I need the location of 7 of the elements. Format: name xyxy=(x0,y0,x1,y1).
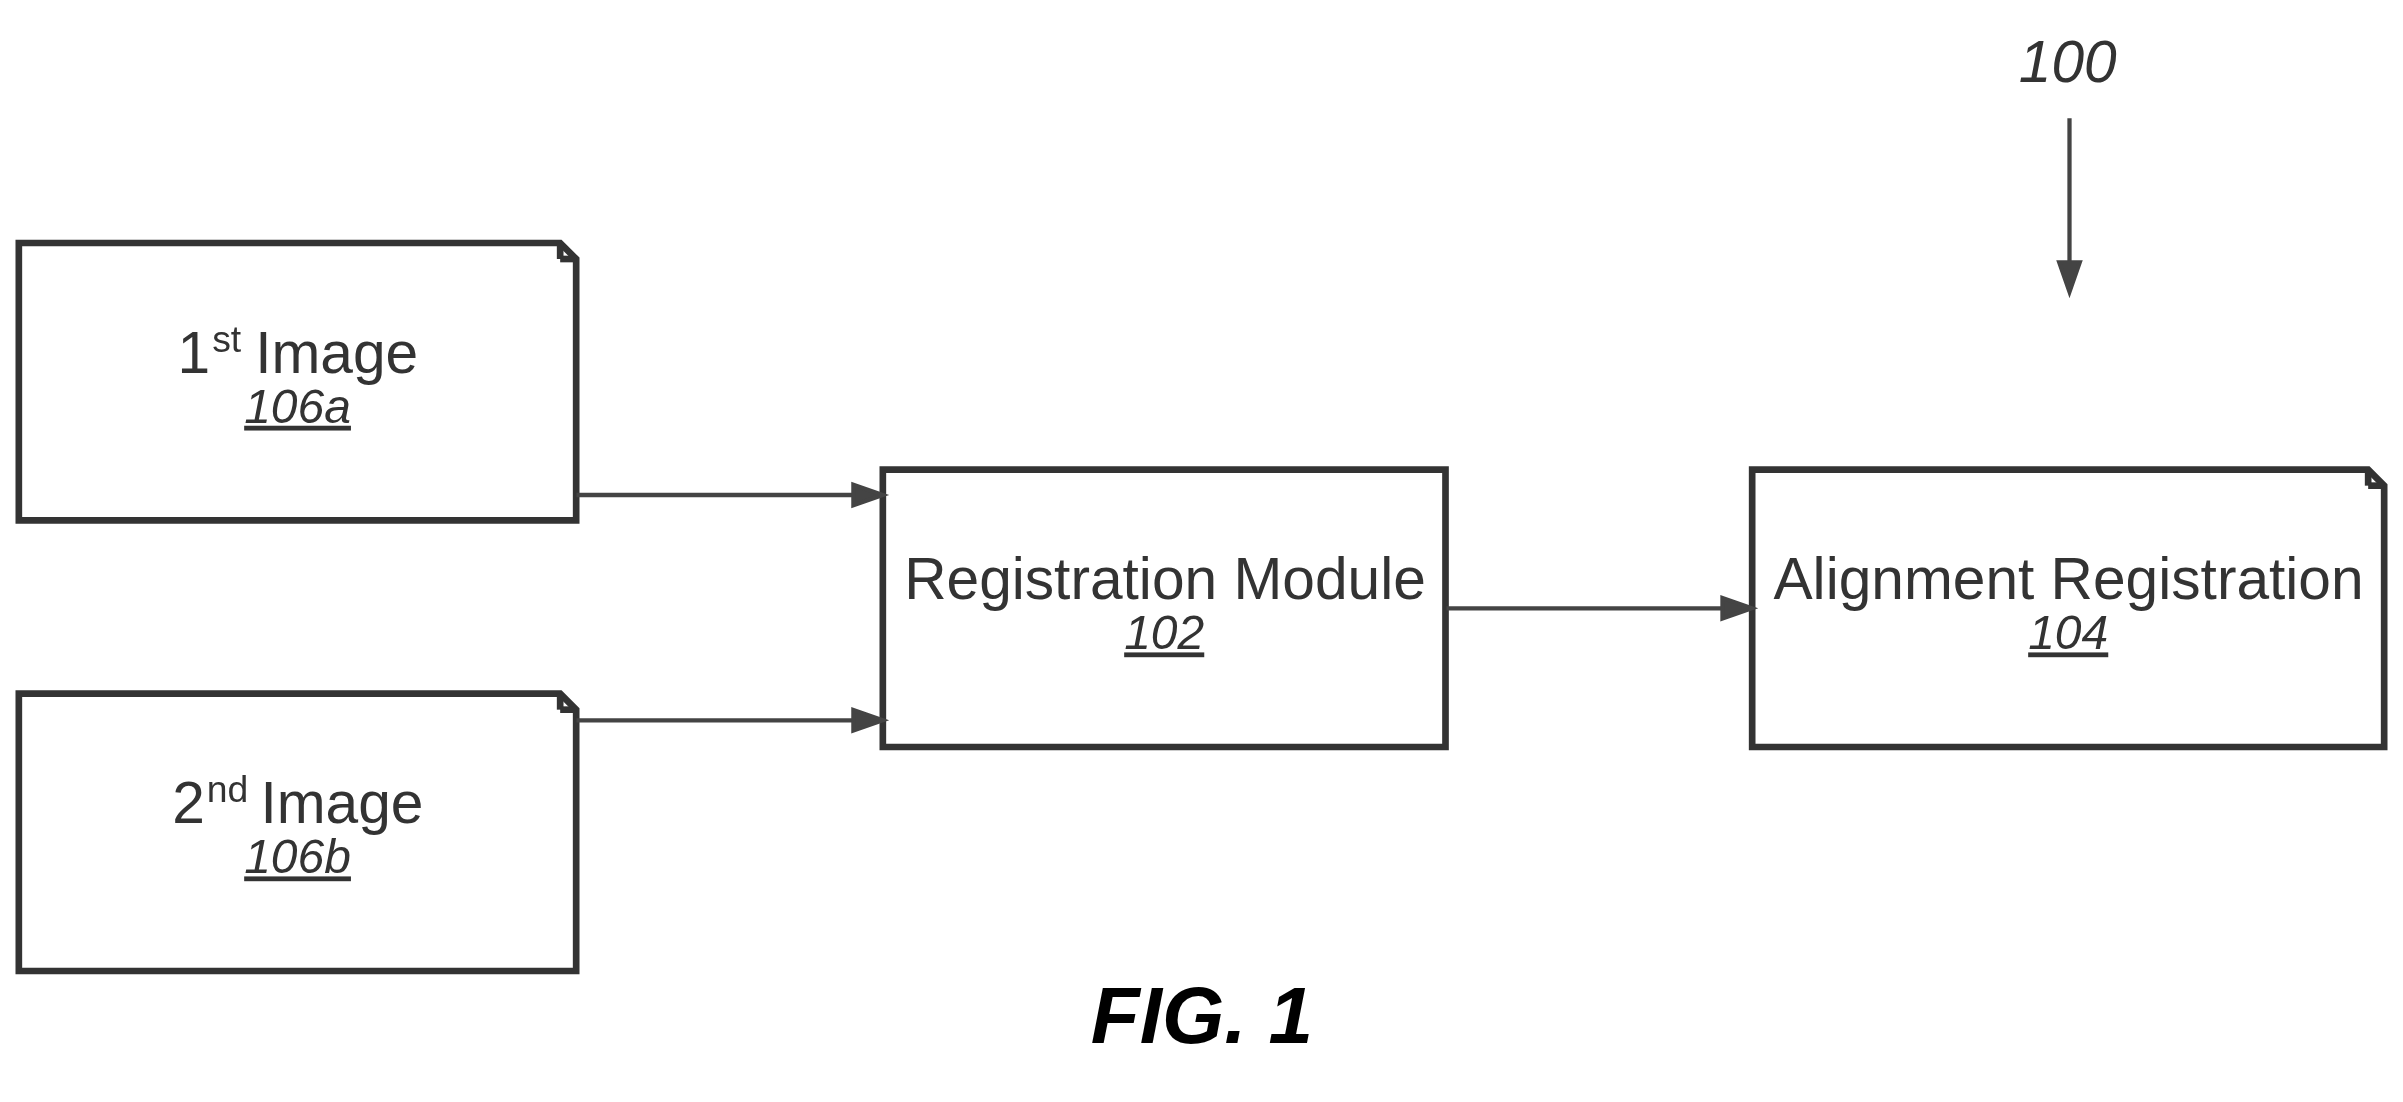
arrow xyxy=(2056,118,2083,299)
arrow xyxy=(1446,595,1759,622)
arrow xyxy=(576,481,890,509)
caption: FIG. 1 xyxy=(1090,971,1314,1060)
node-box: Registration Module 102 xyxy=(879,466,1449,751)
arrow xyxy=(576,707,890,734)
node-text: 100 xyxy=(2018,28,2117,94)
